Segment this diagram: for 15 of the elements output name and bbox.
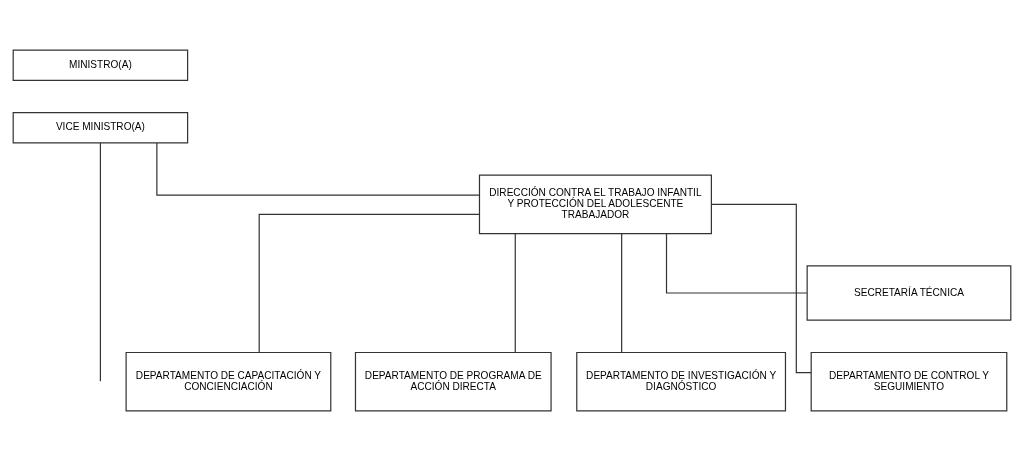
node-box: DEPARTAMENTO DE CONTROL Y SEGUIMIENTO xyxy=(810,351,1008,412)
connector xyxy=(710,203,812,374)
connector xyxy=(99,142,101,382)
node-box: DEPARTAMENTO DE CAPACITACIÓN Y CONCIENCIACIÓN xyxy=(125,351,332,412)
node-box: DIRECCIÓN CONTRA EL TRABAJO INFANTIL Y PROTECCIÓN DEL ADOLESCENTE TRABAJADOR xyxy=(478,174,712,235)
connector xyxy=(665,233,808,294)
connector xyxy=(258,213,480,353)
connector xyxy=(514,233,516,353)
node-box: DEPARTAMENTO DE PROGRAMA DE ACCIÓN DIRECTA xyxy=(354,351,552,412)
node-box: DEPARTAMENTO DE INVESTIGACIÓN Y DIAGNÓSTICO xyxy=(576,351,787,412)
connector xyxy=(621,233,623,353)
node-box: SECRETARÍA TÉCNICA xyxy=(806,265,1012,321)
node-box: VICE MINISTRO(A) xyxy=(12,111,189,144)
connector xyxy=(156,142,480,196)
node-box: MINISTRO(A) xyxy=(12,49,189,81)
